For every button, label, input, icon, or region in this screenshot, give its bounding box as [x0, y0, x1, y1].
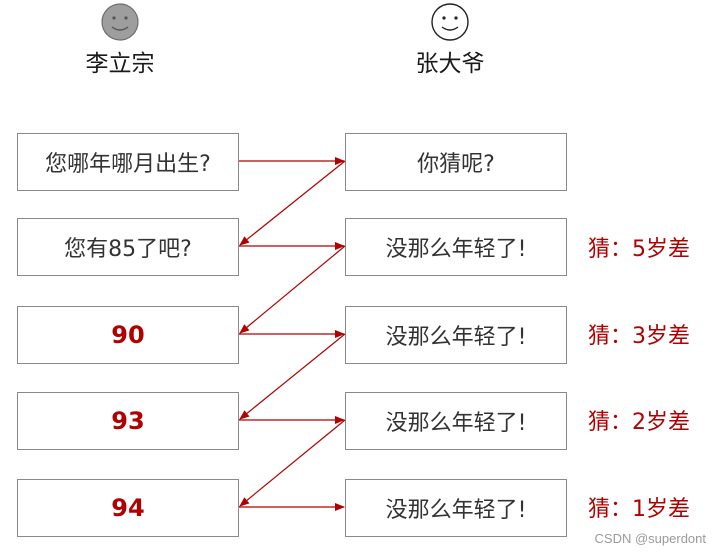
watermark: CSDN @superdont: [594, 531, 706, 546]
answer-box: 你猜呢?: [345, 133, 567, 191]
arrow-back: [239, 160, 346, 246]
arrow-back: [239, 419, 346, 507]
question-text: 您哪年哪月出生?: [45, 152, 211, 177]
person-name-right: 张大爷: [415, 51, 485, 77]
guess-number: 90: [111, 321, 145, 349]
guess-box: 93: [17, 392, 239, 450]
guess-box: 94: [17, 479, 239, 537]
gray-face-icon: [101, 3, 139, 41]
guess-number: 93: [111, 407, 145, 435]
question-box: 您哪年哪月出生?: [17, 133, 239, 191]
answer-box: 没那么年轻了!: [345, 392, 567, 450]
answer-text: 你猜呢?: [417, 152, 495, 177]
arrow-back: [239, 245, 346, 334]
answer-text: 没那么年轻了!: [385, 325, 527, 350]
guess-label: 猜：3岁差: [588, 324, 690, 349]
guess-label: 猜：2岁差: [588, 410, 690, 435]
guess-box: 90: [17, 306, 239, 364]
guess-label: 猜：5岁差: [588, 237, 690, 262]
question-text: 您有85了吧?: [64, 237, 192, 262]
question-box: 您有85了吧?: [17, 218, 239, 276]
guess-number: 94: [111, 494, 145, 522]
guess-label: 猜：1岁差: [588, 497, 690, 522]
smiley-face-icon: [431, 3, 469, 41]
answer-box: 没那么年轻了!: [345, 306, 567, 364]
person-name-left: 李立宗: [85, 51, 155, 77]
arrow-back: [239, 333, 346, 420]
answer-text: 没那么年轻了!: [385, 237, 527, 262]
answer-box: 没那么年轻了!: [345, 479, 567, 537]
answer-text: 没那么年轻了!: [385, 411, 527, 436]
answer-box: 没那么年轻了!: [345, 218, 567, 276]
answer-text: 没那么年轻了!: [385, 498, 527, 523]
